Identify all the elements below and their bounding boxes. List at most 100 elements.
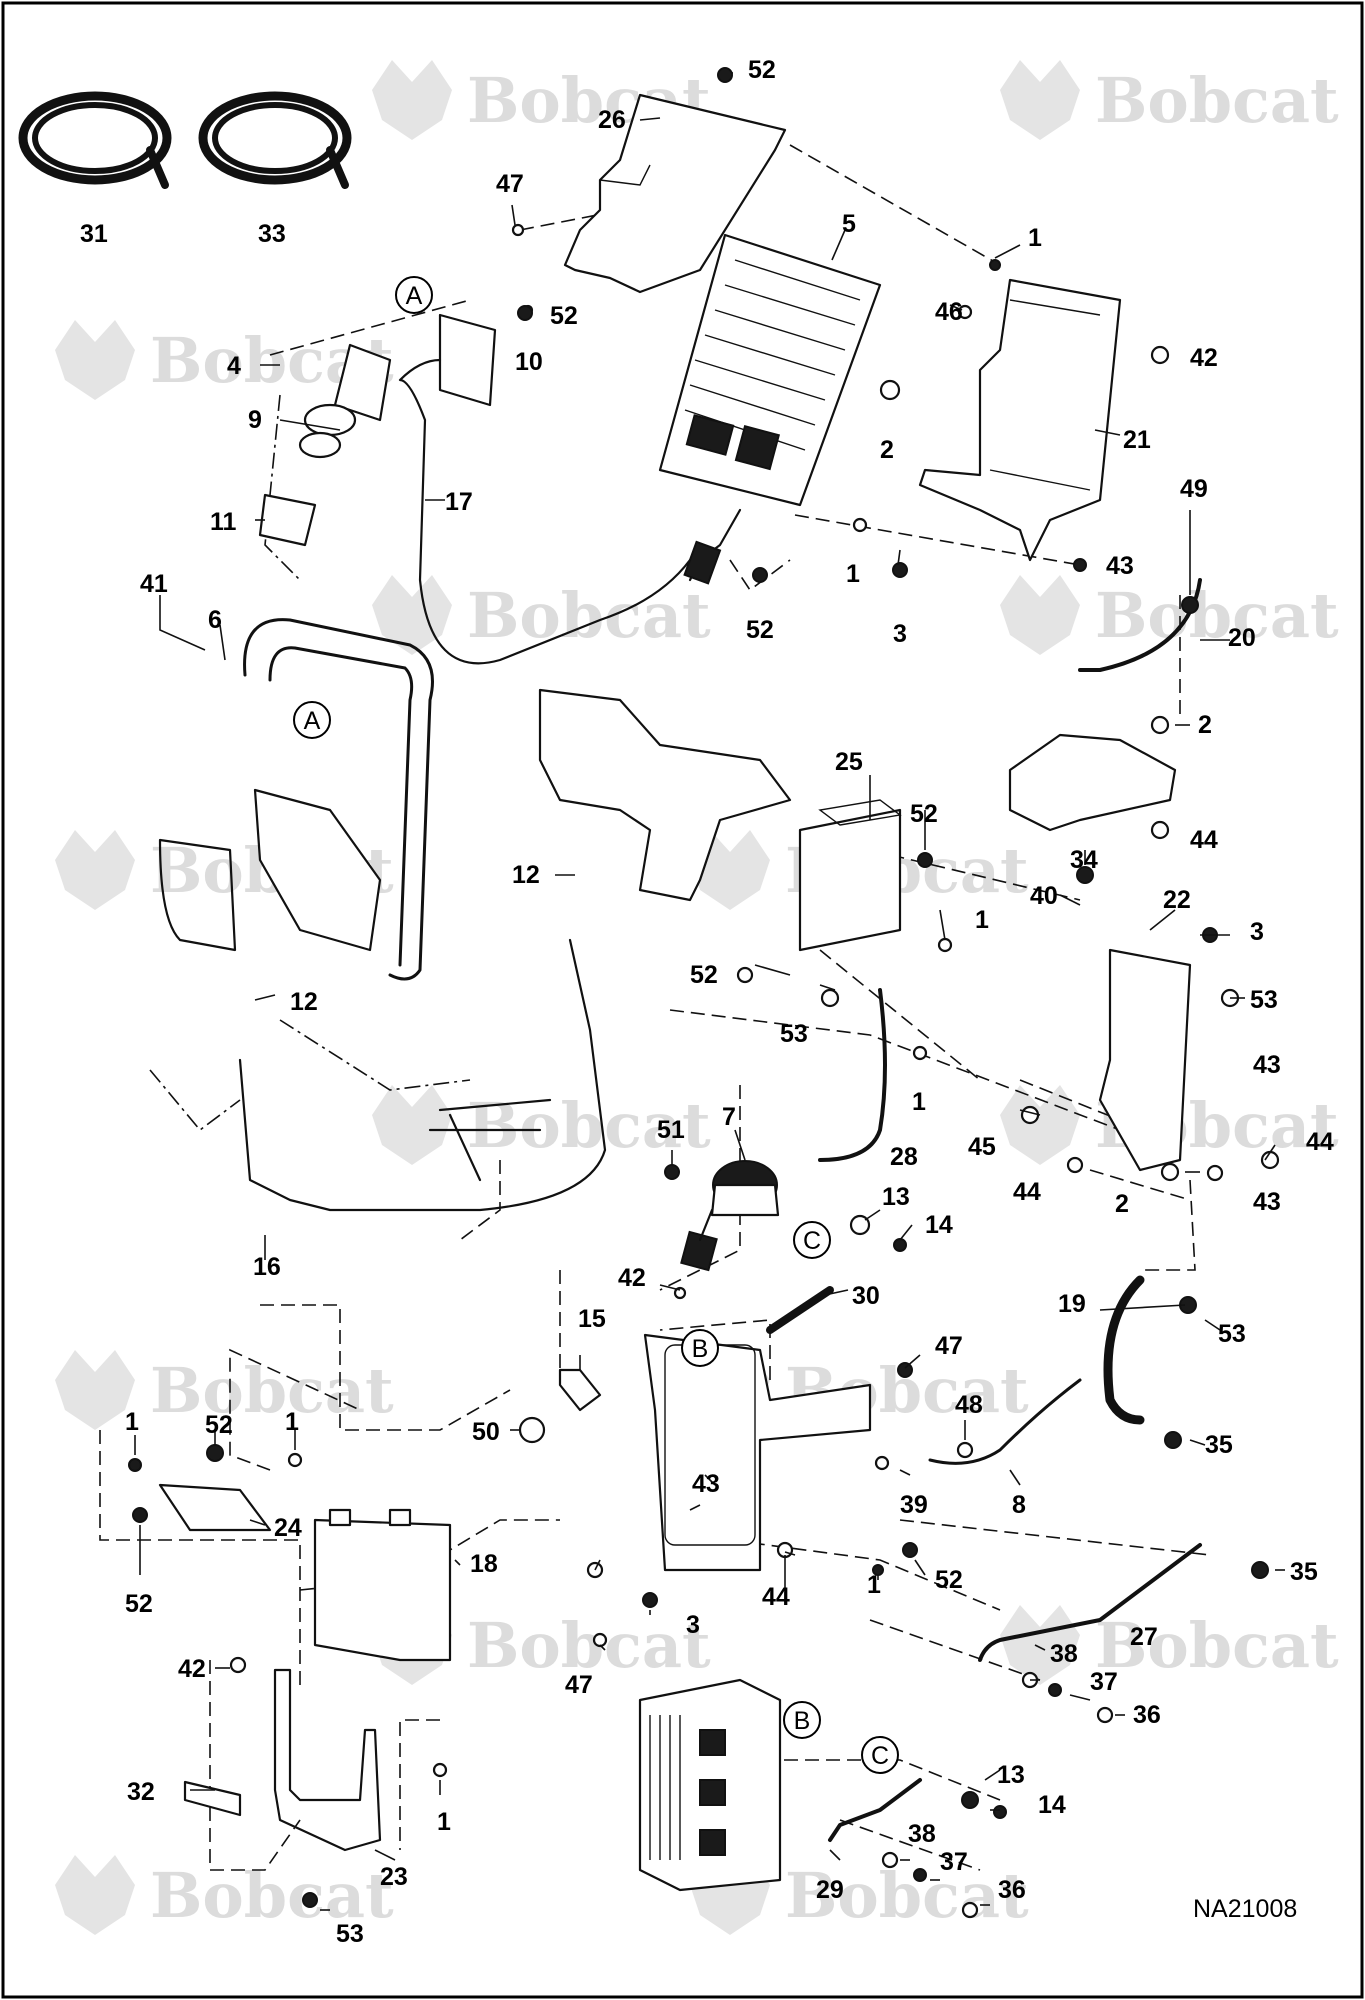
callout: 21	[1123, 426, 1151, 454]
watermark-text: Bobcat	[1095, 579, 1339, 652]
watermark-logo-icon	[1000, 575, 1080, 655]
watermark-logo-icon	[372, 60, 452, 140]
drawing-id-label: NA21008	[1193, 1895, 1297, 1923]
watermark-text: Bobcat	[785, 1859, 1029, 1932]
callout: 1	[285, 1408, 299, 1436]
callout: 2	[1198, 711, 1212, 739]
mount-bracket-upper	[1008, 733, 1177, 832]
ref-circle-a-frame: A	[293, 701, 331, 739]
watermark-logo-icon	[1000, 1085, 1080, 1165]
callout: 12	[290, 988, 318, 1016]
watermark-logo-icon	[55, 1350, 135, 1430]
watermark-group: Bobcat Bobcat Bobcat Bobcat Bobcat Bobca…	[55, 60, 1339, 1935]
controller-b	[638, 1678, 782, 1892]
callout: 43	[1253, 1051, 1281, 1079]
callout: 2	[1115, 1190, 1129, 1218]
watermark-logo-icon	[55, 830, 135, 910]
cable-27	[978, 1543, 1202, 1662]
rops-frame	[158, 618, 434, 981]
callout: 36	[1133, 1701, 1161, 1729]
watermark-logo-icon	[372, 1085, 452, 1165]
callout: 37	[940, 1848, 968, 1876]
callout: 32	[127, 1778, 155, 1806]
callout: 1	[975, 906, 989, 934]
callout: 12	[512, 861, 540, 889]
callout: 1	[1028, 224, 1042, 252]
watermark-text: Bobcat	[1095, 64, 1339, 137]
callout: 1	[867, 1571, 881, 1599]
chassis-section	[538, 688, 792, 902]
svg-text:C: C	[803, 1227, 821, 1255]
strap-19	[1103, 1275, 1145, 1425]
callout: 33	[258, 220, 286, 248]
callout: 43	[1253, 1188, 1281, 1216]
svg-text:B: B	[692, 1335, 709, 1363]
callout: 16	[253, 1253, 281, 1281]
cable-29	[828, 1778, 922, 1842]
callout: 52	[690, 961, 718, 989]
callout: 53	[1218, 1320, 1246, 1348]
callout: 26	[598, 106, 626, 134]
callout: 23	[380, 1863, 408, 1891]
callout: 25	[835, 748, 863, 776]
callout: 53	[780, 1020, 808, 1048]
callout: 42	[618, 1264, 646, 1292]
callout: 39	[900, 1491, 928, 1519]
watermark-text: Bobcat	[150, 1859, 394, 1932]
bracket-23	[273, 1668, 382, 1852]
callout: 3	[893, 620, 907, 648]
callout: 38	[908, 1820, 936, 1848]
leader-lines	[134, 117, 1285, 1911]
callout: 48	[955, 1391, 983, 1419]
callout: 13	[882, 1183, 910, 1211]
watermark-logo-icon	[55, 1855, 135, 1935]
callout: 43	[1106, 552, 1134, 580]
callout: 52	[125, 1590, 153, 1618]
callout: 6	[208, 606, 222, 634]
callout: 9	[248, 406, 262, 434]
callout: 53	[1250, 986, 1278, 1014]
callout: 47	[935, 1332, 963, 1360]
solenoid-7	[680, 1160, 780, 1272]
callout: 1	[912, 1088, 926, 1116]
callout: 40	[1030, 882, 1058, 910]
callout: 46	[935, 298, 963, 326]
watermark-logo-icon	[1000, 1605, 1080, 1685]
battery-cable-20	[1078, 578, 1202, 672]
callout: 35	[1205, 1431, 1233, 1459]
terminal-32	[183, 1780, 242, 1817]
harness-16	[238, 938, 607, 1212]
callout: 14	[925, 1211, 953, 1239]
coiled-hose-33	[198, 91, 352, 189]
callout: 1	[437, 1808, 451, 1836]
callout: 13	[997, 1761, 1025, 1789]
callout: 44	[1013, 1178, 1041, 1206]
svg-text:B: B	[794, 1707, 811, 1735]
callout: 52	[910, 800, 938, 828]
callout: 2	[880, 436, 894, 464]
svg-text:A: A	[304, 707, 321, 735]
callout: 3	[1250, 918, 1264, 946]
callout: 8	[1012, 1491, 1026, 1519]
ref-circle-b-controller: B	[783, 1701, 821, 1739]
callout: 11	[210, 508, 237, 536]
mounting-plate-b	[643, 1333, 872, 1572]
callout: 52	[935, 1566, 963, 1594]
callout: 49	[1180, 475, 1208, 503]
bracket-21	[918, 278, 1122, 562]
callout: 51	[657, 1116, 685, 1144]
callout-labels: 52 26 47 5 1 31 33 52 10 4 9 46 42 2 21 …	[80, 56, 1334, 1948]
callout: 52	[205, 1411, 233, 1439]
watermark-text: Bobcat	[150, 1354, 394, 1427]
callout: 42	[178, 1655, 206, 1683]
callout: 29	[816, 1876, 844, 1904]
callout: 47	[565, 1671, 593, 1699]
callout: 37	[1090, 1668, 1118, 1696]
cable-8	[928, 1378, 1082, 1465]
callout: 47	[496, 170, 524, 198]
callout: 53	[336, 1920, 364, 1948]
fasteners	[128, 67, 1280, 1919]
callout: 43	[692, 1470, 720, 1498]
boot-11	[258, 493, 317, 547]
watermark-logo-icon	[55, 320, 135, 400]
